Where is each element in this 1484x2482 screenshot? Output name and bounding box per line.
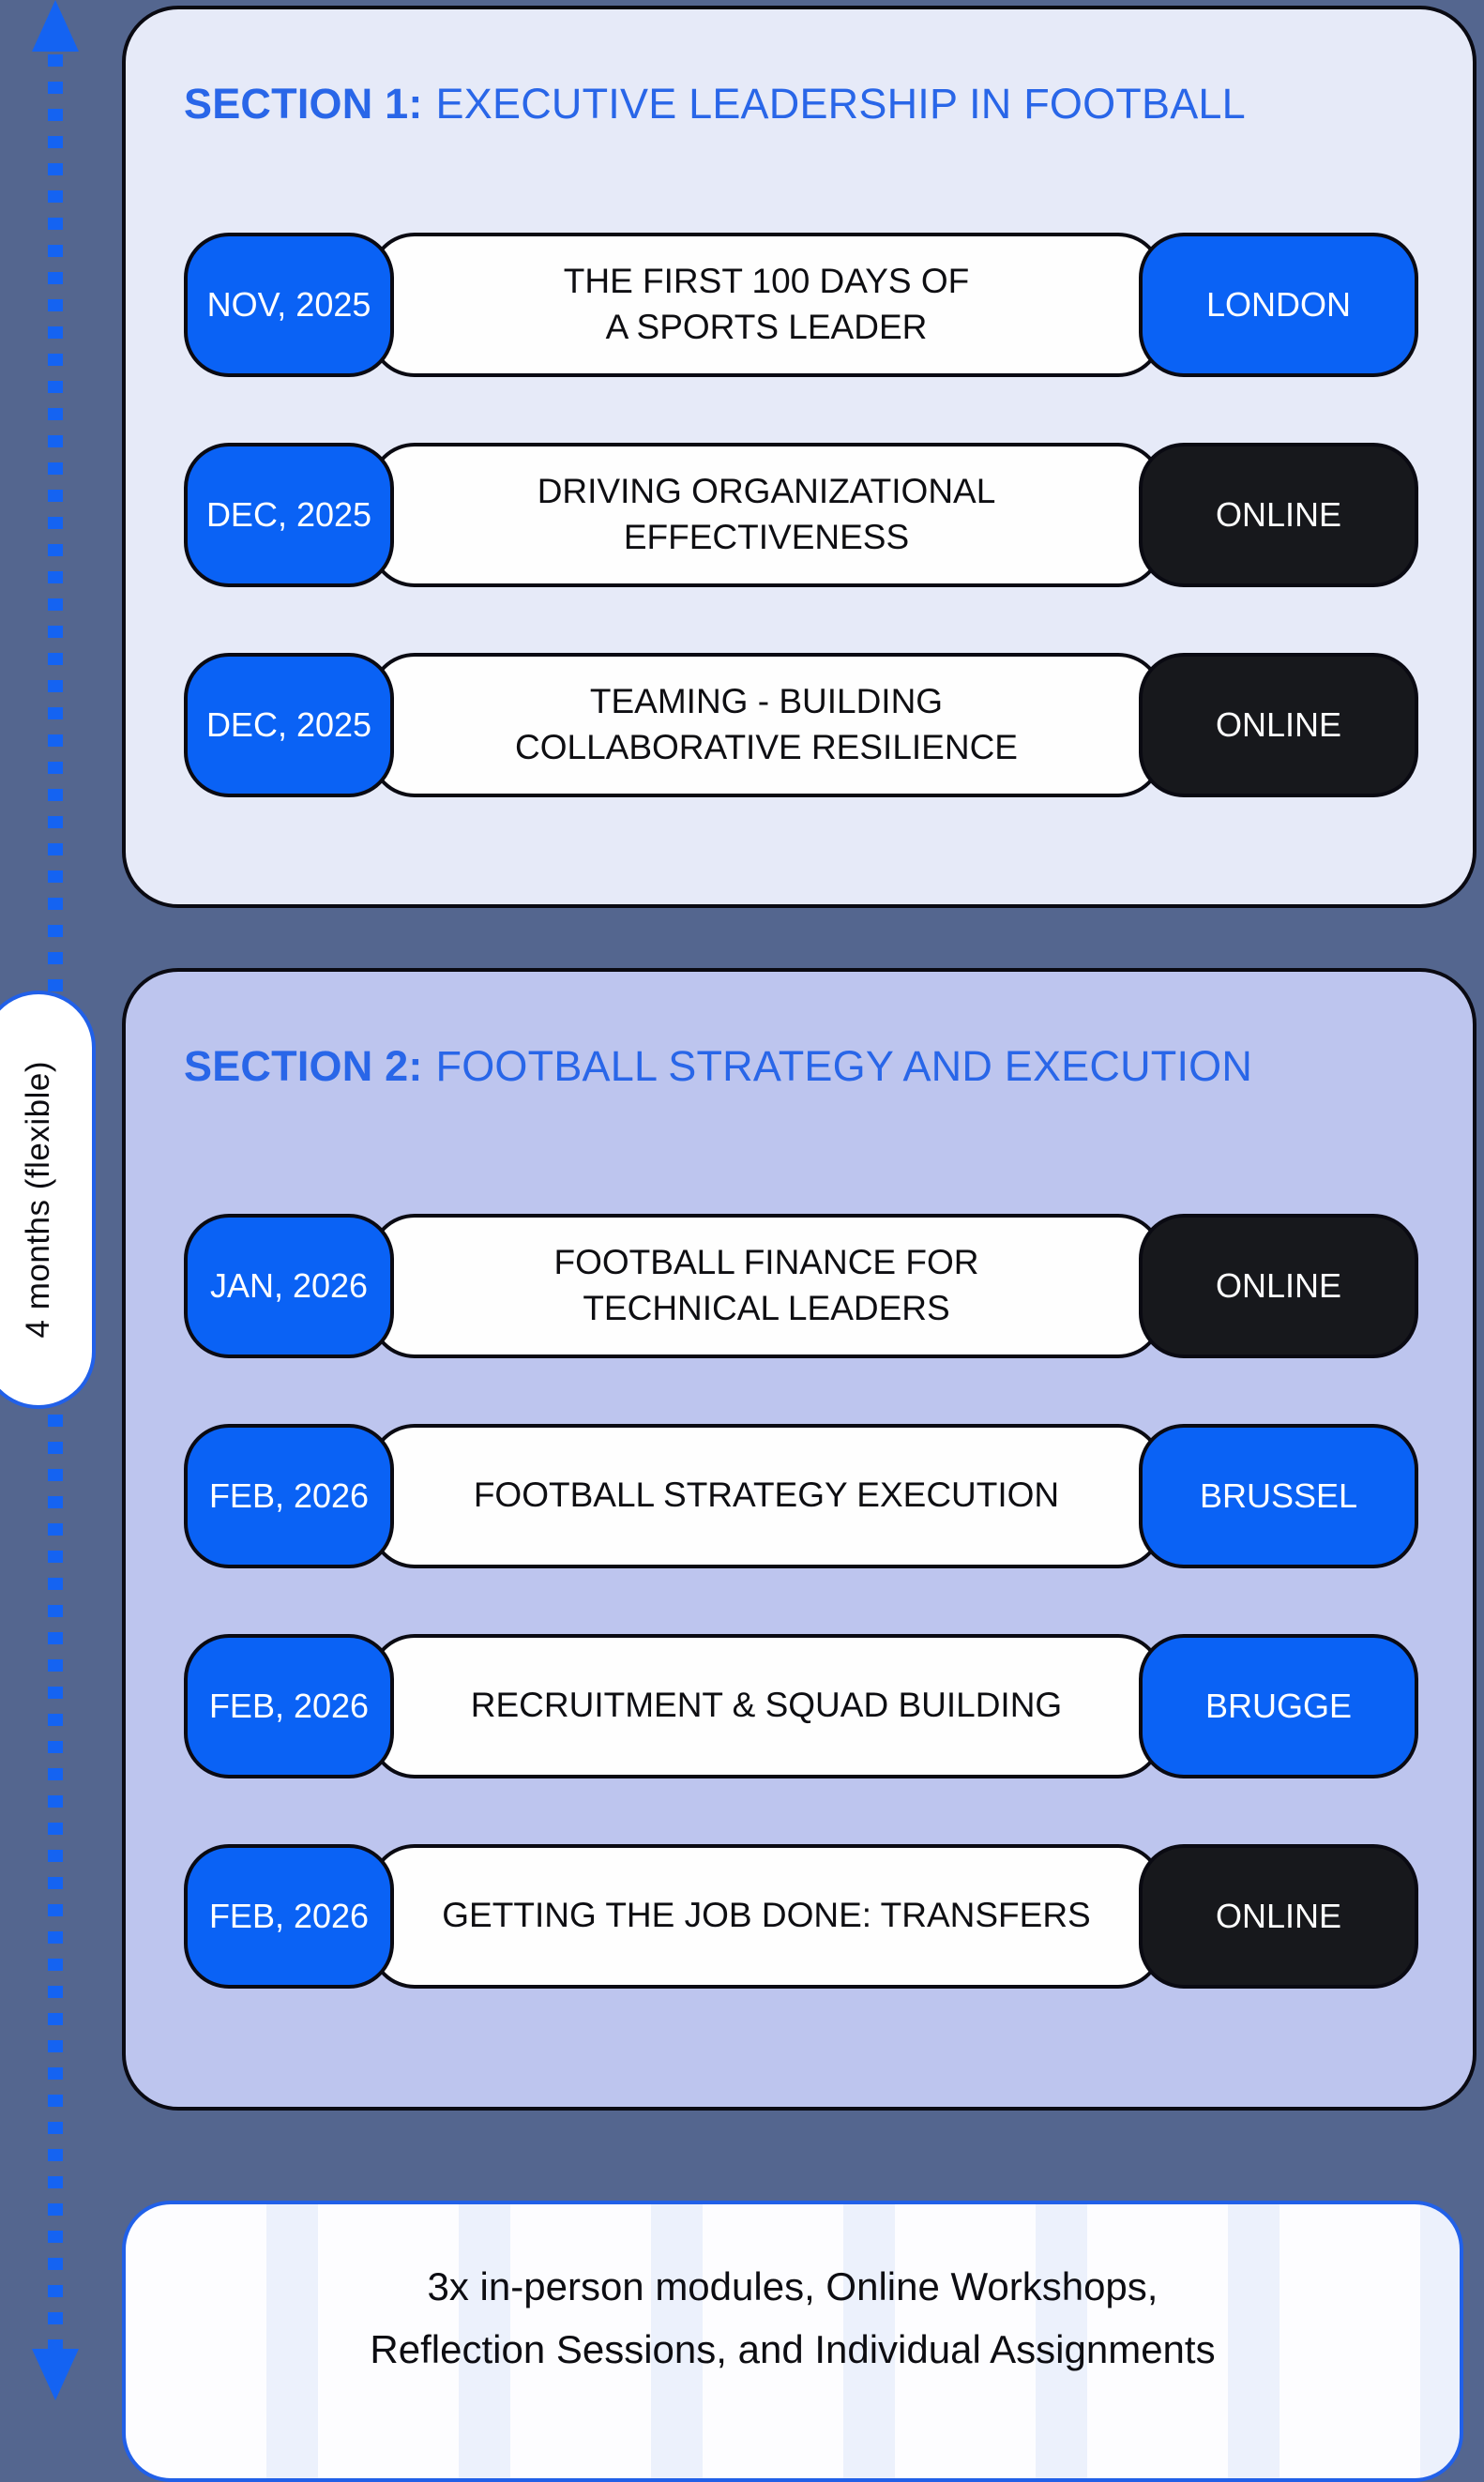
footer-text: 3x in-person modules, Online Workshops, … [370,2264,1216,2372]
location-pill: ONLINE [1139,1213,1418,1358]
duration-label: 4 months (flexible) [20,1061,56,1339]
location-pill: LONDON [1139,232,1418,377]
schedule-row: NOV, 2025 THE FIRST 100 DAYS OF A SPORTS… [184,232,1418,377]
date-pill: FEB, 2026 [184,1633,394,1778]
section-card-2: SECTION 2:FOOTBALL STRATEGY AND EXECUTIO… [122,968,1476,2111]
date-pill: NOV, 2025 [184,232,394,377]
date-pill: DEC, 2025 [184,652,394,797]
section-2-header: SECTION 2:FOOTBALL STRATEGY AND EXECUTIO… [184,1043,1435,1090]
location-pill: ONLINE [1139,442,1418,587]
course-pill: RECRUITMENT & SQUAD BUILDING [370,1633,1163,1778]
section-2-label: SECTION 2: [184,1042,423,1090]
schedule-row: DEC, 2025 DRIVING ORGANIZATIONAL EFFECTI… [184,442,1418,587]
duration-pill: 4 months (flexible) [0,991,96,1409]
section-2-rows: JAN, 2026 FOOTBALL FINANCE FOR TECHNICAL… [184,1213,1418,1989]
location-pill: ONLINE [1139,652,1418,797]
footer-card: 3x in-person modules, Online Workshops, … [122,2201,1463,2482]
section-1-header: SECTION 1:EXECUTIVE LEADERSHIP IN FOOTBA… [184,81,1435,128]
location-pill: BRUSSEL [1139,1423,1418,1568]
location-pill: ONLINE [1139,1843,1418,1989]
schedule-row: FEB, 2026 RECRUITMENT & SQUAD BUILDING B… [184,1633,1418,1778]
course-pill: TEAMING - BUILDING COLLABORATIVE RESILIE… [370,652,1163,797]
date-pill: JAN, 2026 [184,1213,394,1358]
course-pill: GETTING THE JOB DONE: TRANSFERS [370,1843,1163,1989]
course-pill: DRIVING ORGANIZATIONAL EFFECTIVENESS [370,442,1163,587]
schedule-row: DEC, 2025 TEAMING - BUILDING COLLABORATI… [184,652,1418,797]
schedule-row: FEB, 2026 FOOTBALL STRATEGY EXECUTION BR… [184,1423,1418,1568]
schedule-row: JAN, 2026 FOOTBALL FINANCE FOR TECHNICAL… [184,1213,1418,1358]
section-1-title: EXECUTIVE LEADERSHIP IN FOOTBALL [435,80,1246,128]
location-pill: BRUGGE [1139,1633,1418,1778]
schedule-row: FEB, 2026 GETTING THE JOB DONE: TRANSFER… [184,1843,1418,1989]
section-1-label: SECTION 1: [184,80,423,128]
section-2-title: FOOTBALL STRATEGY AND EXECUTION [435,1042,1253,1090]
arrow-down-icon [32,2349,79,2400]
section-card-1: SECTION 1:EXECUTIVE LEADERSHIP IN FOOTBA… [122,6,1476,908]
course-pill: FOOTBALL FINANCE FOR TECHNICAL LEADERS [370,1213,1163,1358]
course-pill: THE FIRST 100 DAYS OF A SPORTS LEADER [370,232,1163,377]
date-pill: FEB, 2026 [184,1843,394,1989]
arrow-up-icon [32,0,79,52]
course-pill: FOOTBALL STRATEGY EXECUTION [370,1423,1163,1568]
section-1-rows: NOV, 2025 THE FIRST 100 DAYS OF A SPORTS… [184,232,1418,797]
date-pill: FEB, 2026 [184,1423,394,1568]
date-pill: DEC, 2025 [184,442,394,587]
